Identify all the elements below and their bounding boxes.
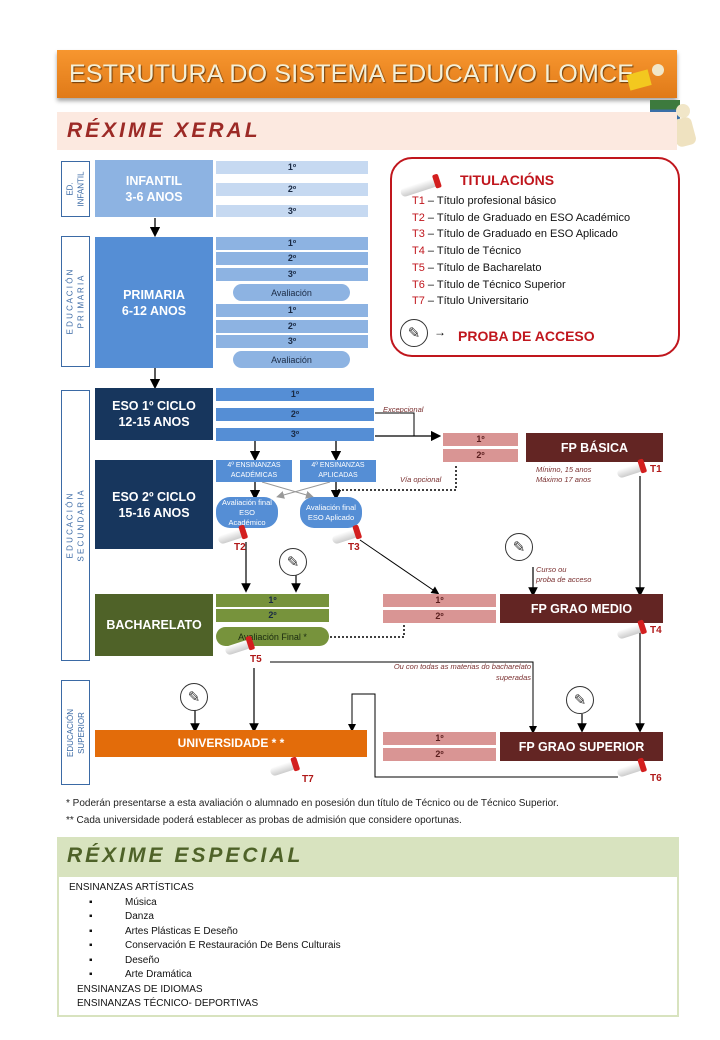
titulacion-item: T1 – Título profesional básico — [412, 195, 557, 207]
primaria-year-2: 2º — [216, 252, 368, 265]
infantil-year-1: 1º — [216, 161, 368, 174]
titulacions-heading: TITULACIÓNS — [460, 172, 555, 188]
access-test-label: PROBA DE ACCESO — [458, 328, 595, 344]
fp-medio-year-2: 2º — [383, 610, 496, 623]
primaria-year-1: 1º — [216, 237, 368, 250]
titulacion-item: T7 – Título Universitario — [412, 295, 529, 308]
deportivas-heading: ENSINANZAS TÉCNICO- DEPORTIVAS — [77, 998, 259, 1009]
regime-especial-heading: RÉXIME ESPECIAL — [57, 837, 679, 875]
titulacion-item: T5 – Título de Bacharelato — [412, 261, 542, 274]
track-applied: 4º ENSINANZAS APLICADAS — [300, 460, 376, 482]
stage-bacharelato: BACHARELATO — [95, 594, 213, 656]
titulacion-item: T2 – Título de Graduado en ESO Académico — [412, 211, 631, 224]
via-opcional-note: Vía opcional — [400, 475, 442, 484]
fp-superior-year-1: 1º — [383, 732, 496, 745]
bacharelato-year-2: 2º — [216, 609, 329, 622]
list-item: ▪Artes Plásticas E Deseño — [89, 925, 238, 937]
side-label-infantil: ED.INFANTIL — [61, 161, 90, 217]
access-test-icon: ✎ — [566, 686, 594, 714]
primaria-year-4: 1º — [216, 304, 368, 317]
page-title: ESTRUTURA DO SISTEMA EDUCATIVO LOMCE — [57, 50, 677, 98]
titulacion-item: T3 – Título de Graduado en ESO Aplicado — [412, 228, 618, 241]
badge-t7: T7 — [302, 774, 314, 785]
badge-t2: T2 — [234, 542, 246, 553]
primaria-year-5: 2º — [216, 320, 368, 333]
fp-basica-age-max: Máximo 17 anos — [536, 475, 592, 484]
stage-fp-grao-superior: FP GRAO SUPERIOR — [500, 732, 663, 761]
arrow-right-icon: → — [434, 325, 446, 339]
eso1-year-1: 1º — [216, 388, 374, 401]
fp-basica-age-min: Mínimo, 15 anos — [536, 465, 592, 474]
access-test-icon: ✎ — [400, 319, 428, 347]
titulacion-item: T4 – Título de Técnico — [412, 245, 522, 258]
footnote-2: ** Cada universidade poderá establecer a… — [66, 815, 462, 826]
primaria-year-6: 3º — [216, 335, 368, 348]
titulacions-legend: TITULACIÓNS T1 – Título profesional bási… — [390, 157, 680, 357]
eval-eso-academic: Avaliación final ESO Académico — [216, 497, 278, 528]
badge-t4: T4 — [650, 625, 662, 636]
badge-t5: T5 — [250, 654, 262, 665]
stage-universidade: UNIVERSIDADE * * — [95, 730, 367, 757]
badge-t1: T1 — [650, 464, 662, 475]
stage-fp-grao-medio: FP GRAO MEDIO — [500, 594, 663, 623]
artisticas-heading: ENSINANZAS ARTÍSTICAS — [69, 882, 194, 893]
primaria-evaluation-1: Avaliación — [233, 284, 350, 301]
access-test-icon: ✎ — [279, 548, 307, 576]
bacharelato-year-1: 1º — [216, 594, 329, 607]
fp-basica-year-1: 1º — [443, 433, 518, 446]
infantil-year-2: 2º — [216, 183, 368, 196]
idiomas-heading: ENSINANZAS DE IDIOMAS — [77, 984, 203, 995]
list-item: ▪Danza — [89, 911, 154, 922]
list-item: ▪Arte Dramática — [89, 969, 192, 980]
eval-eso-applied: Avaliación final ESO Aplicado — [300, 497, 362, 528]
eso1-year-2: 2º — [216, 408, 374, 421]
list-item: ▪Deseño — [89, 954, 160, 966]
badge-t3: T3 — [348, 542, 360, 553]
list-item: ▪Conservación E Restauración De Bens Cul… — [89, 940, 341, 951]
excepcional-note: Excepcional — [383, 405, 424, 414]
fp-superior-year-2: 2º — [383, 748, 496, 761]
fp-basica-year-2: 2º — [443, 449, 518, 462]
infantil-year-3: 3º — [216, 205, 368, 217]
titulacions-list: T1 – Título profesional básico T2 – Títu… — [412, 193, 677, 310]
regime-general-heading: RÉXIME XERAL — [57, 112, 677, 150]
stage-fp-basica: FP BÁSICA — [526, 433, 663, 462]
footnote-1: * Poderán presentarse a esta avaliación … — [66, 798, 559, 809]
list-item: ▪Música — [89, 896, 157, 908]
regime-especial-box: ENSINANZAS ARTÍSTICAS ▪Música ▪Danza ▪Ar… — [57, 875, 679, 1017]
primaria-evaluation-2: Avaliación — [233, 351, 350, 368]
badge-t6: T6 — [650, 773, 662, 784]
artisticas-list: ▪Música ▪Danza ▪Artes Plásticas E Deseño… — [89, 896, 341, 983]
titulacion-item: T6 – Título de Técnico Superior — [412, 278, 566, 291]
eso1-year-3: 3º — [216, 428, 374, 441]
track-academic: 4º ENSINANZAS ACADÉMICAS — [216, 460, 292, 482]
fp-medio-year-1: 1º — [383, 594, 496, 607]
primaria-year-3: 3º — [216, 268, 368, 281]
access-test-icon: ✎ — [180, 683, 208, 711]
access-test-icon: ✎ — [505, 533, 533, 561]
